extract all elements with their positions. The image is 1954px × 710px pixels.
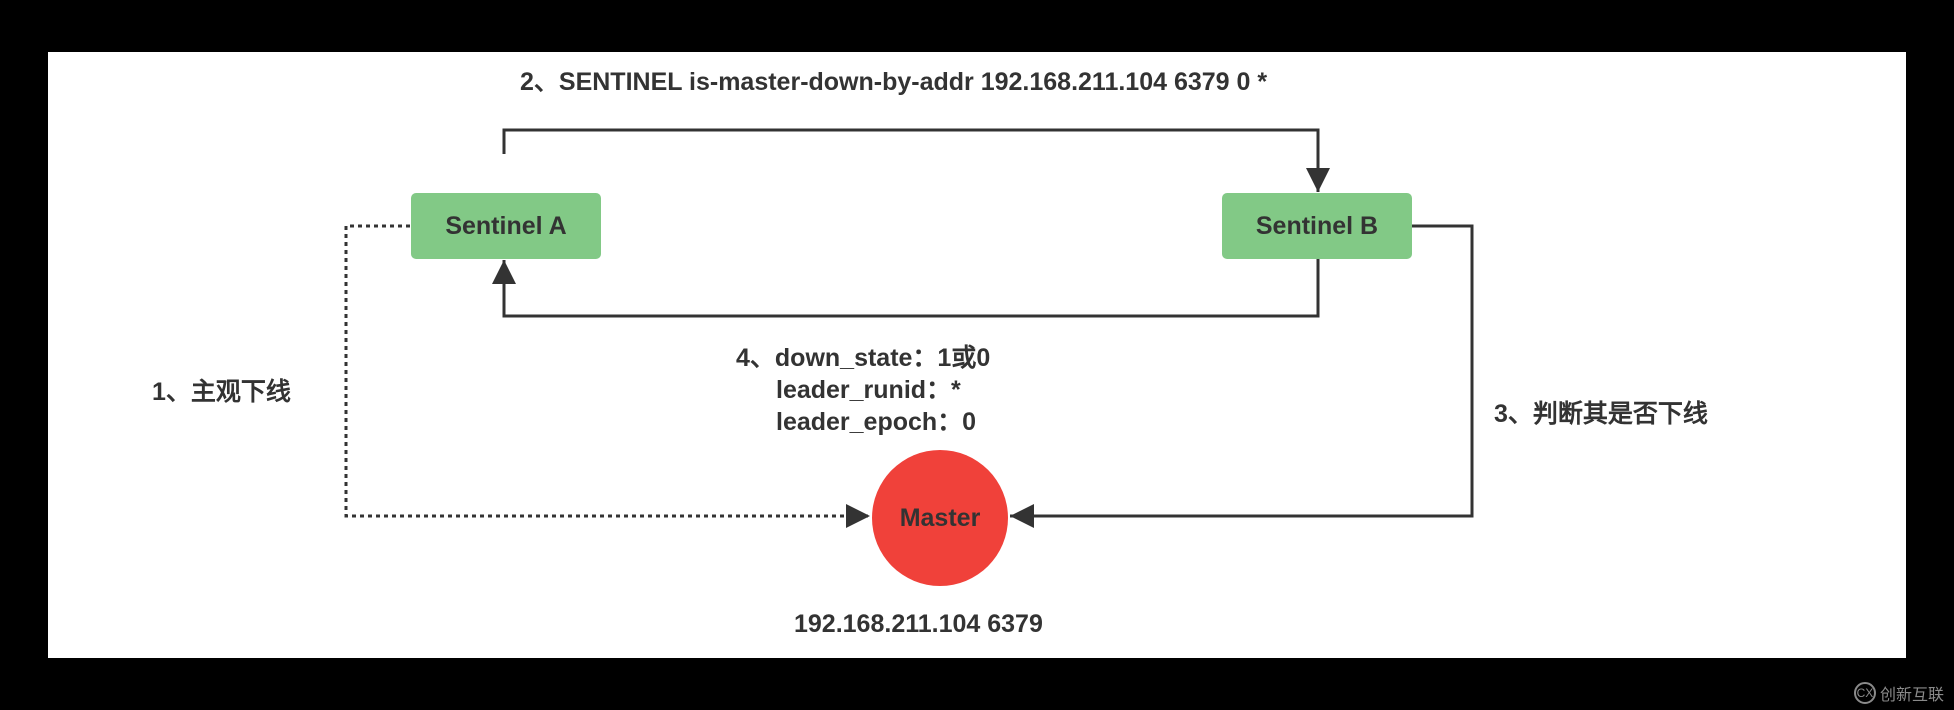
watermark-text: 创新互联 (1879, 687, 1944, 704)
arrow-a-to-b (502, 128, 1330, 192)
diagram-canvas: 2、SENTINEL is-master-down-by-addr 192.16… (48, 52, 1906, 658)
step3-label: 3、判断其是否下线 (1494, 400, 1708, 428)
step4-line1: 4、down_state：1或0 (736, 344, 991, 372)
step4-line2: leader_runid：* (776, 376, 961, 404)
sentinel-b-node: Sentinel B (1222, 193, 1412, 259)
sentinel-a-node: Sentinel A (411, 193, 601, 259)
diagram-connectors (344, 128, 1474, 528)
arrow-b-to-a (492, 258, 1320, 318)
arrow-b-to-master (1010, 224, 1474, 528)
master-node: Master (872, 450, 1008, 586)
step4-line3: leader_epoch：0 (776, 408, 977, 436)
sentinel-a-label: Sentinel A (445, 211, 567, 240)
watermark: CX 创新互联 (1853, 681, 1944, 705)
watermark-logo-icon: CX (1853, 682, 1876, 704)
step1-label: 1、主观下线 (152, 378, 291, 406)
master-label: Master (899, 503, 981, 532)
arrow-a-to-master-dashed (344, 224, 870, 528)
sentinel-b-label: Sentinel B (1255, 211, 1379, 240)
master-address-label: 192.168.211.104 6379 (794, 610, 1043, 638)
step2-label: 2、SENTINEL is-master-down-by-addr 192.16… (520, 68, 1268, 96)
